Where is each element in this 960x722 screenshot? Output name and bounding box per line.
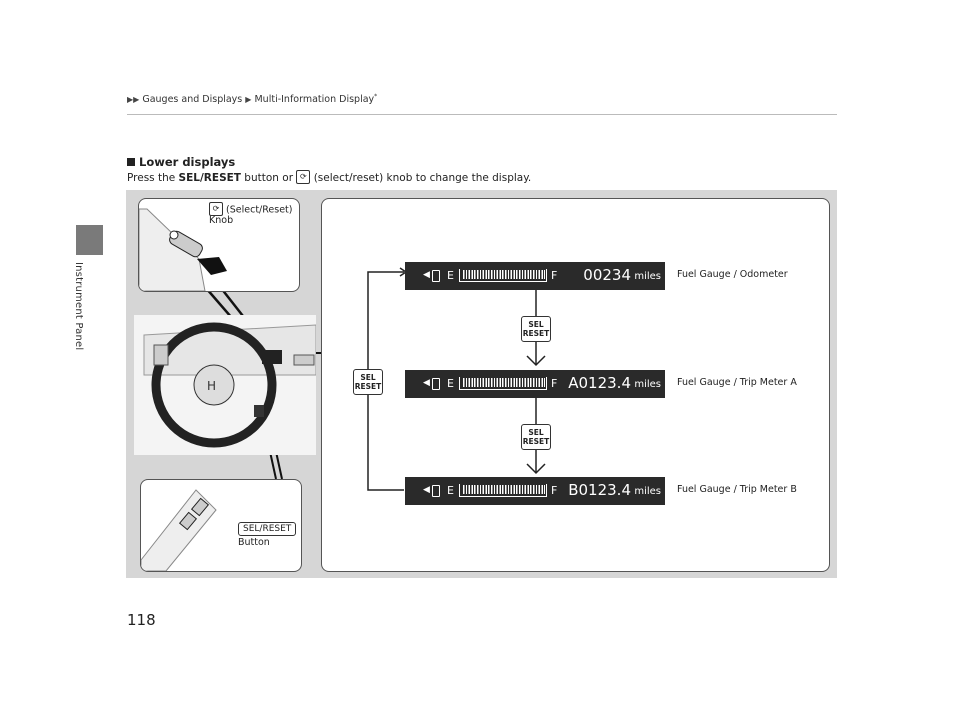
caret-left-icon: ◀: [423, 270, 430, 280]
chevron-right-icon: ▶: [245, 95, 252, 105]
fuel-pump-icon: [432, 378, 440, 390]
chapter-label: Instrument Panel: [73, 262, 84, 351]
caret-left-icon: ◀: [423, 485, 430, 495]
caption-trip-a: Fuel Gauge / Trip Meter A: [677, 377, 797, 388]
chevron-right-icon: ▶▶: [127, 95, 140, 105]
fuel-pump-icon: [432, 270, 440, 282]
select-reset-knob-icon: ⟳: [209, 202, 223, 216]
intro-paragraph: Press the SEL/RESET button or ⟳ (select/…: [127, 170, 532, 184]
display-trip-a: ◀ E F A0123.4 miles: [405, 370, 665, 398]
knob-label: ⟳ (Select/Reset): [209, 202, 293, 217]
knob-inset: ⟳ (Select/Reset) Knob: [138, 198, 300, 292]
breadcrumb-item-mid[interactable]: Multi-Information Display: [254, 94, 375, 106]
svg-text:H: H: [207, 379, 216, 393]
steering-wheel-illustration: H: [134, 315, 317, 455]
caret-left-icon: ◀: [423, 378, 430, 388]
knob-illustration: [139, 208, 227, 291]
footnote-mark: *: [374, 93, 378, 100]
knob-word: Knob: [209, 215, 234, 226]
header-rule: [127, 114, 837, 115]
fuel-gauge-bar: [459, 269, 547, 282]
button-inset: SEL/RESET Button: [140, 479, 302, 572]
section-title: Lower displays: [127, 155, 235, 169]
bullet-square-icon: [127, 157, 135, 166]
fuel-pump-icon: [432, 485, 440, 497]
caption-trip-b: Fuel Gauge / Trip Meter B: [677, 484, 797, 495]
trip-a-value: A0123.4: [568, 374, 631, 392]
display-trip-b: ◀ E F B0123.4 miles: [405, 477, 665, 505]
fuel-gauge-bar: [459, 484, 547, 497]
display-odometer: ◀ E F 00234 miles: [405, 262, 665, 290]
button-word: Button: [238, 537, 270, 548]
breadcrumb-item-gauges[interactable]: Gauges and Displays: [142, 94, 243, 106]
sel-reset-button-label: SEL/RESET: [238, 522, 297, 536]
breadcrumb: ▶▶ Gauges and Displays ▶ Multi-Informati…: [127, 93, 377, 105]
trip-b-value: B0123.4: [568, 481, 631, 499]
chapter-tab: [76, 225, 103, 255]
fuel-gauge-bar: [459, 377, 547, 390]
lower-displays-figure: ⟳ (Select/Reset) Knob H SEL/RESET Button: [126, 190, 837, 578]
odometer-value: 00234: [583, 266, 631, 284]
caption-odometer: Fuel Gauge / Odometer: [677, 269, 788, 280]
select-reset-knob-icon: ⟳: [296, 170, 311, 184]
page-number: 118: [127, 611, 156, 629]
button-illustration: [141, 489, 217, 571]
